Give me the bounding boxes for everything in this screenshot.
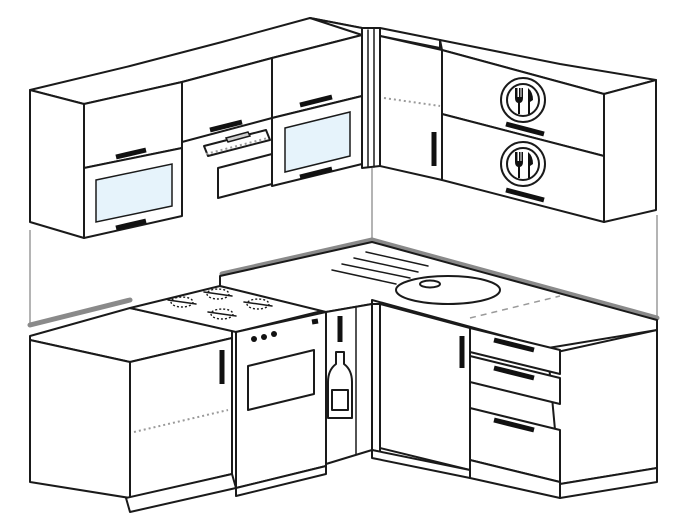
grate-line xyxy=(207,311,237,317)
drainboard-groove xyxy=(353,257,419,273)
cabinet-handle[interactable] xyxy=(115,218,147,231)
range-hood-filter xyxy=(205,137,269,155)
drawer-1[interactable] xyxy=(469,327,561,375)
left-wall-band xyxy=(27,297,133,328)
drawer-handle[interactable] xyxy=(493,417,535,433)
bottle-label xyxy=(331,389,349,411)
oven-plinth xyxy=(235,465,327,497)
drawer-unit-plinth-side xyxy=(559,467,658,499)
left-base-side xyxy=(29,339,131,499)
glass-panel xyxy=(95,163,173,223)
oven-handle[interactable] xyxy=(311,318,319,325)
sink-drain xyxy=(419,279,441,289)
drainboard-groove xyxy=(365,251,429,267)
left-base-door[interactable] xyxy=(129,337,233,499)
countertop-seam xyxy=(469,295,561,319)
drawer-handle[interactable] xyxy=(493,365,535,381)
grate-line xyxy=(167,299,197,305)
burner xyxy=(210,308,234,320)
back-wall-band xyxy=(219,237,660,321)
upper-cabinets-right xyxy=(309,17,657,223)
drawer-unit-side xyxy=(547,329,658,485)
drainboard-groove xyxy=(331,269,397,285)
oven-knob[interactable] xyxy=(251,336,257,342)
drainboard-groove xyxy=(341,263,411,279)
cabinet-handle[interactable] xyxy=(299,166,333,180)
drawer-handle[interactable] xyxy=(493,337,535,353)
range-hood-vent xyxy=(224,131,252,143)
glass-panel xyxy=(284,111,351,173)
oven-knob[interactable] xyxy=(271,331,277,337)
upper-right-cabinet-side xyxy=(603,79,657,223)
cabinet-handle[interactable] xyxy=(505,187,545,203)
cabinet-handle[interactable] xyxy=(299,94,333,108)
cabinet-handle[interactable] xyxy=(209,119,243,133)
oven-knob[interactable] xyxy=(261,334,267,340)
bottle-niche xyxy=(325,303,373,465)
shelf-line xyxy=(133,409,229,433)
oven-door[interactable] xyxy=(247,349,315,411)
lower-cabinets xyxy=(29,303,658,513)
cabinet-handle[interactable] xyxy=(115,147,147,160)
room-walls xyxy=(27,168,660,328)
sink xyxy=(331,251,561,319)
gas-hob xyxy=(167,288,273,320)
drawer-2[interactable] xyxy=(469,355,561,405)
grate-line xyxy=(243,301,273,307)
burner xyxy=(206,288,230,300)
grate-line xyxy=(203,291,233,297)
sink-cabinet-door[interactable] xyxy=(379,303,471,471)
upper-cabinet-3-side xyxy=(217,153,273,199)
oven xyxy=(235,311,327,497)
corner-post xyxy=(361,27,381,169)
lower-corner-post xyxy=(371,303,381,453)
burner xyxy=(170,296,194,308)
cabinet-handle[interactable] xyxy=(505,121,545,137)
burner xyxy=(246,298,270,310)
upper-cabinets-left xyxy=(29,17,363,239)
cutlery-icon xyxy=(500,141,546,187)
upper-cabinet-1-side xyxy=(29,89,85,239)
range-hood xyxy=(203,129,271,157)
cutlery-icon xyxy=(500,77,546,123)
sink-bowl[interactable] xyxy=(395,275,501,305)
